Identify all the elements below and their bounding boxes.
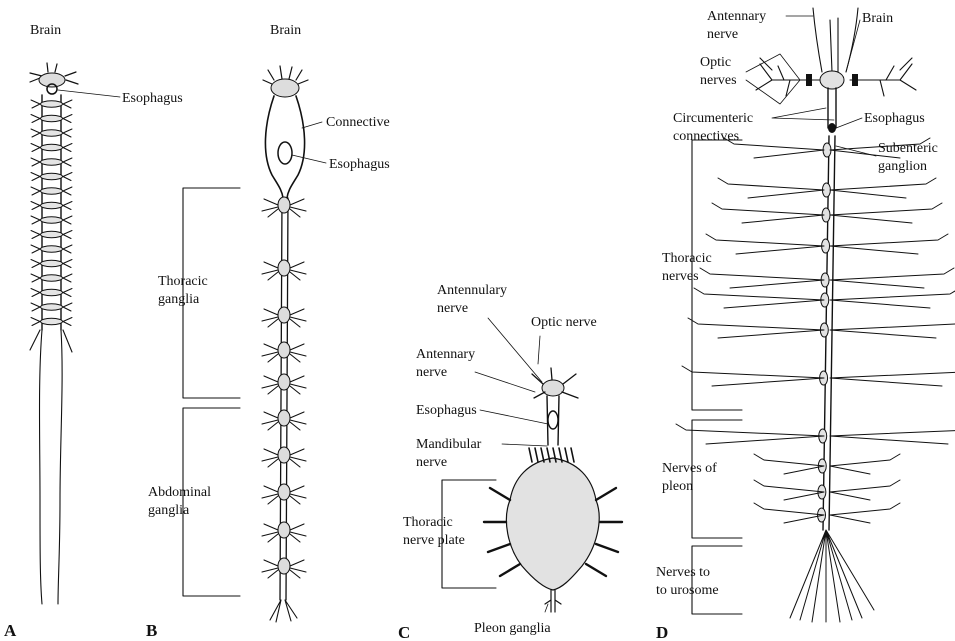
- nerve-plate-spine: [586, 564, 606, 576]
- ladder-rung: [41, 217, 63, 223]
- ladder-rung: [41, 318, 63, 324]
- nerve-plate-spine: [596, 488, 616, 500]
- panel-a-drawing: [30, 63, 78, 604]
- ganglion: [278, 558, 290, 574]
- label-d-urosome-2: to urosome: [656, 583, 719, 598]
- label-d-circum-1: Circumenteric: [673, 111, 753, 126]
- ladder-rung: [41, 304, 63, 310]
- ganglion: [278, 484, 290, 500]
- leader-c-antennary: [475, 372, 535, 392]
- label-b-abdominal-2: ganglia: [148, 503, 190, 518]
- leader-b-esophagus: [292, 155, 326, 163]
- nerve-plate-spine: [490, 488, 510, 500]
- lateral-nerve: [754, 454, 900, 474]
- ganglion: [278, 197, 290, 213]
- ganglion: [278, 307, 290, 323]
- leader-d-esophagus: [836, 118, 862, 128]
- panel-letter-b: B: [146, 621, 157, 640]
- label-c-esophagus: Esophagus: [416, 403, 477, 418]
- label-d-urosome-1: Nerves to: [656, 565, 710, 580]
- panel-d-drawing: [676, 8, 955, 622]
- label-d-thoracic-1: Thoracic: [662, 251, 712, 266]
- lateral-nerve: [682, 366, 955, 386]
- label-c-thoracic-1: Thoracic: [403, 515, 453, 530]
- panel-letter-c: C: [398, 623, 410, 641]
- ganglion: [278, 260, 290, 276]
- label-b-thoracic-1: Thoracic: [158, 274, 208, 289]
- lateral-nerve: [754, 503, 900, 523]
- nerve-plate-comb: [571, 448, 574, 462]
- leader-c-mandibular: [502, 444, 547, 446]
- panel-letter-d: D: [656, 623, 668, 641]
- label-c-mandibular-1: Mandibular: [416, 437, 482, 452]
- label-c-mandibular-2: nerve: [416, 455, 447, 470]
- ganglion: [278, 342, 290, 358]
- ladder-rung: [41, 275, 63, 281]
- label-d-subenteric-2: ganglion: [878, 159, 927, 174]
- label-c-thoracic-2: nerve plate: [403, 533, 465, 548]
- leader-d-optic: [746, 54, 800, 104]
- leader-b-connective: [302, 122, 322, 128]
- ganglion: [278, 522, 290, 538]
- leader-d-circum: [772, 108, 834, 120]
- ladder-rung: [41, 115, 63, 121]
- label-b-brain: Brain: [270, 23, 301, 38]
- label-c-antennulary-2: nerve: [437, 301, 468, 316]
- lateral-nerve: [676, 424, 955, 444]
- nerve-plate-spine: [500, 564, 520, 576]
- nerve-plate-comb: [535, 448, 538, 462]
- ladder-rung: [41, 159, 63, 165]
- label-d-thoracic-2: nerves: [662, 269, 699, 284]
- lateral-nerve: [754, 480, 900, 500]
- ganglion: [278, 374, 290, 390]
- nerve-plate-comb: [529, 448, 532, 462]
- leader-c-esophagus: [480, 410, 548, 424]
- label-a-esophagus: Esophagus: [122, 91, 183, 106]
- label-d-circum-2: connectives: [673, 129, 739, 144]
- label-c-optic: Optic nerve: [531, 315, 597, 330]
- label-d-pleon-1: Nerves of: [662, 461, 717, 476]
- ladder-rung: [41, 130, 63, 136]
- ganglion: [278, 447, 290, 463]
- label-d-subenteric-1: Subenteric: [878, 141, 938, 156]
- nerve-plate-spine: [596, 544, 618, 552]
- label-c-antennulary-1: Antennulary: [437, 283, 507, 298]
- label-b-connective: Connective: [326, 115, 390, 130]
- ladder-rung: [41, 289, 63, 295]
- ladder-rung: [41, 231, 63, 237]
- label-d-esophagus: Esophagus: [864, 111, 925, 126]
- ladder-rung: [41, 188, 63, 194]
- nerve-plate-comb: [565, 448, 568, 462]
- label-b-esophagus: Esophagus: [329, 157, 390, 172]
- panel-letter-a: A: [4, 621, 17, 640]
- label-c-antennary-1: Antennary: [416, 347, 475, 362]
- label-d-antennary-2: nerve: [707, 27, 738, 42]
- nerve-plate-spine: [488, 544, 510, 552]
- label-d-pleon-2: pleon: [662, 479, 693, 494]
- label-c-pleon: Pleon ganglia: [474, 621, 551, 636]
- ladder-rung: [41, 144, 63, 150]
- ladder-rung: [41, 260, 63, 266]
- label-b-abdominal-1: Abdominal: [148, 485, 211, 500]
- panel-b-drawing: [183, 66, 308, 622]
- leader-c-pleon: [545, 604, 548, 612]
- label-a-brain: Brain: [30, 23, 61, 38]
- ladder-rung: [41, 173, 63, 179]
- ladder-rung: [41, 246, 63, 252]
- ladder-rung: [41, 101, 63, 107]
- leader-c-optic: [538, 336, 540, 364]
- ganglion: [278, 410, 290, 426]
- ladder-rung: [41, 202, 63, 208]
- leader-d-brain: [846, 20, 860, 72]
- leader-a-esophagus: [58, 90, 120, 97]
- label-d-antennary-1: Antennary: [707, 9, 766, 24]
- label-d-optic-2: nerves: [700, 73, 737, 88]
- label-b-thoracic-2: ganglia: [158, 292, 200, 307]
- nerve-plate-comb: [541, 448, 544, 462]
- label-d-optic-1: Optic: [700, 55, 731, 70]
- label-d-brain: Brain: [862, 11, 893, 26]
- label-c-antennary-2: nerve: [416, 365, 447, 380]
